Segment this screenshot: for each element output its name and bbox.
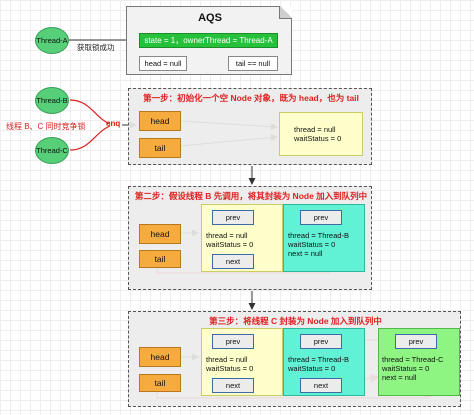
thread-b-label: Thread-B [36,96,68,105]
step2-node1-next: next [212,254,254,269]
aqs-box: AQS state = 1，ownerThread = Thread-A hea… [126,6,292,75]
step1-head-box: head [139,111,181,131]
step2-tail-box: tail [139,250,181,268]
step1-node-thread: thread = null [294,125,336,134]
step3-node3-prev-label: prev [408,337,424,346]
step2-node2-prev: prev [300,210,342,225]
step2-title: 第二步：假设线程 B 先调用，将其封装为 Node 加入到队列中 [134,191,368,201]
step1-head-label: head [150,116,170,126]
step2-node-thread-b: prev thread = Thread-B waitStatus = 0 ne… [283,204,365,272]
step3-node1-next-label: next [225,381,241,390]
curve-thread-c-to-enq [69,125,111,151]
step2-panel: 第二步：假设线程 B 先调用，将其封装为 Node 加入到队列中 head ta… [128,186,372,290]
step3-node1-prev-label: prev [225,337,241,346]
step3-node1-waitstatus: waitStatus = 0 [206,364,254,373]
step2-node1-waitstatus: waitStatus = 0 [206,240,254,249]
step2-node-empty: prev thread = null waitStatus = 0 next [201,204,283,272]
step1-tail-label: tail [154,143,166,153]
step3-tail-label: tail [154,378,166,388]
step1-tail-box: tail [139,138,181,158]
step3-node3-next: next = null [382,373,417,382]
step3-title: 第三步：将线程 C 封装为 Node 加入到队列中 [209,316,382,326]
step3-node2-prev-label: prev [313,337,329,346]
step3-node2-thread: thread = Thread-B [288,355,349,364]
step3-node3-prev: prev [395,334,437,349]
step3-tail-box: tail [139,374,181,392]
aqs-state-bar: state = 1，ownerThread = Thread-A [139,33,278,48]
step3-node2-waitstatus: waitStatus = 0 [288,364,336,373]
thread-c-node: Thread-C [35,137,69,164]
step3-node-thread-b: prev thread = Thread-B waitStatus = 0 ne… [283,328,365,396]
enq-label: enq [106,119,121,128]
step2-node2-next: next = null [288,249,323,258]
step1-title: 第一步：初始化一个空 Node 对象，既为 head，也为 tail [143,93,359,103]
step3-head-box: head [139,347,181,367]
thread-b-node: Thread-B [35,87,69,114]
step1-node-waitstatus: waitStatus = 0 [294,134,342,143]
step3-node3-waitstatus: waitStatus = 0 [382,364,430,373]
thread-c-label: Thread-C [36,146,68,155]
step1-panel: 第一步：初始化一个空 Node 对象，既为 head，也为 tail head … [128,88,372,165]
thread-a-node: Thread-A [35,27,69,54]
step2-node1-next-label: next [225,257,241,266]
step3-head-label: head [150,352,170,362]
aqs-tail-text: tail == null [235,59,271,68]
step3-node2-next-label: next [313,381,329,390]
step2-node2-waitstatus: waitStatus = 0 [288,240,336,249]
step3-panel: 第三步：将线程 C 封装为 Node 加入到队列中 head tail prev… [128,311,461,407]
step2-node1-prev: prev [212,210,254,225]
step2-node1-thread: thread = null [206,231,248,240]
curve-thread-b-to-enq [69,99,111,125]
acquired-label: 获取锁成功 [77,43,115,52]
step3-node2-prev: prev [300,334,342,349]
aqs-state-text: state = 1，ownerThread = Thread-A [144,36,273,45]
step3-node-empty: prev thread = null waitStatus = 0 next [201,328,283,396]
step2-node1-prev-label: prev [225,213,241,222]
step3-node-thread-c: prev thread = Thread-C waitStatus = 0 ne… [378,328,460,396]
aqs-fold-corner [279,6,292,19]
step3-node1-prev: prev [212,334,254,349]
step1-empty-node: thread = null waitStatus = 0 [279,112,363,156]
step3-node2-next: next [300,378,342,393]
thread-a-label: Thread-A [36,36,68,45]
step2-node2-prev-label: prev [313,213,329,222]
step2-node2-thread: thread = Thread-B [288,231,349,240]
compete-label: 线程 B、C 同时竞争锁 [6,122,86,131]
step3-node3-thread: thread = Thread-C [382,355,444,364]
step3-node1-next: next [212,378,254,393]
step3-node1-thread: thread = null [206,355,248,364]
aqs-title: AQS [198,12,222,24]
aqs-tail-box: tail == null [228,56,278,71]
step2-tail-label: tail [154,254,166,264]
step2-head-box: head [139,224,181,244]
aqs-head-text: head = null [144,59,182,68]
aqs-head-box: head = null [139,56,187,71]
step2-head-label: head [150,229,170,239]
